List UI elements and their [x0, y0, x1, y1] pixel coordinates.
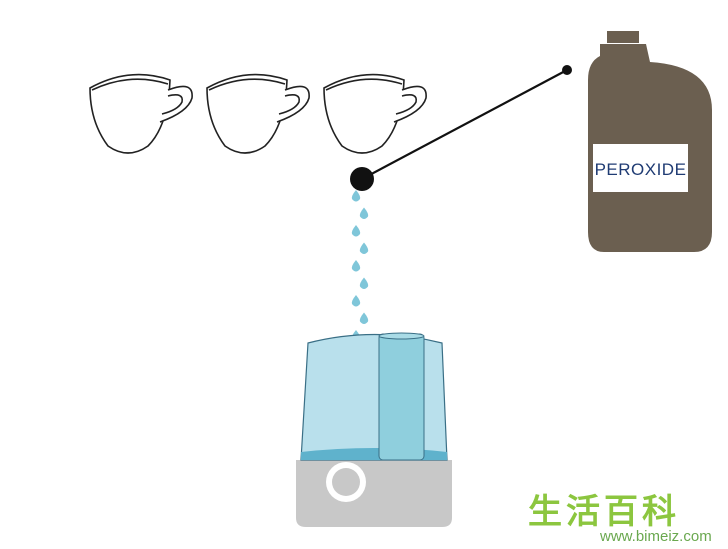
bottle-label-text: PEROXIDE — [595, 160, 687, 179]
coffee-cup-1 — [89, 73, 193, 154]
bottle-cap — [607, 31, 639, 43]
watermark: 生活百科 www.bimeiz.com — [528, 492, 712, 545]
water-droplet — [351, 225, 361, 237]
watermark-url: www.bimeiz.com — [599, 528, 712, 545]
coffee-cups — [89, 73, 427, 154]
water-droplets — [351, 190, 369, 342]
water-droplet — [351, 190, 361, 202]
humidifier — [296, 332, 452, 527]
water-droplet — [359, 277, 369, 289]
humidifier-dial-knob — [332, 468, 360, 496]
humidifier-base — [296, 460, 452, 527]
coffee-cup-3 — [323, 73, 427, 154]
water-droplet — [351, 260, 361, 272]
water-droplet — [359, 242, 369, 254]
humidifier-tube-top — [378, 332, 425, 340]
bottle-label — [593, 144, 688, 192]
watermark-chinese: 生活百科 — [528, 492, 680, 532]
peroxide-bottle: PEROXIDE — [588, 31, 712, 252]
pointer-end-dot — [562, 65, 572, 75]
coffee-cup-2 — [206, 73, 310, 154]
humidifier-tank — [300, 333, 448, 461]
pointer-start-dot — [350, 167, 374, 191]
water-droplet — [359, 207, 369, 219]
humidifier-tube — [378, 333, 425, 461]
water-droplet — [351, 295, 361, 307]
water-droplet — [359, 312, 369, 324]
pointer-line — [350, 65, 572, 191]
